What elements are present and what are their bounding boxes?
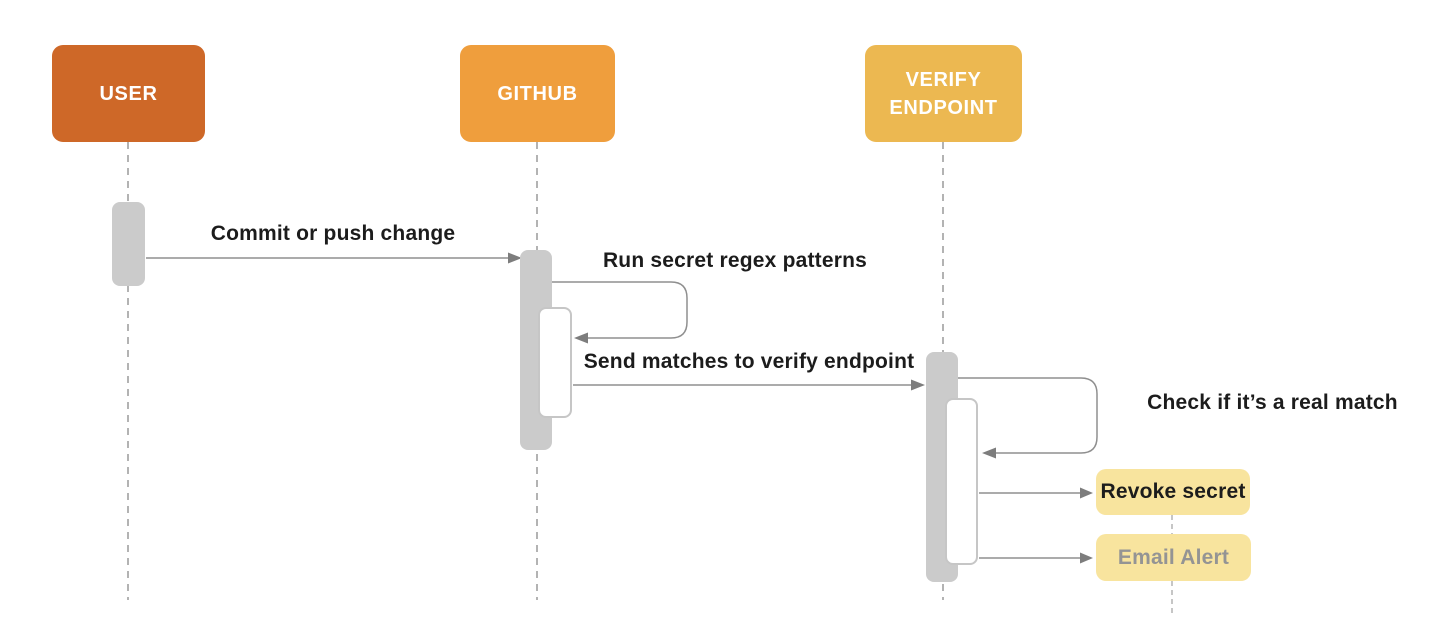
note-revoke-secret: Revoke secret <box>1096 469 1250 515</box>
message-label-check-if-real-match: Check if it’s a real match <box>1147 391 1398 414</box>
actor-github: GITHUB <box>460 45 615 142</box>
self-loop-check <box>958 377 1098 454</box>
self-loop-regex <box>552 281 688 339</box>
actor-verify-endpoint-label: VERIFY ENDPOINT <box>889 68 998 119</box>
actor-user: USER <box>52 45 205 142</box>
actor-user-label: USER <box>99 82 158 105</box>
activation-bar-user <box>112 202 145 286</box>
note-email-alert-label: Email Alert <box>1117 545 1230 569</box>
message-label-commit-or-push-change: Commit or push change <box>210 222 456 245</box>
activation-bar-verify-endpoint-nested <box>945 398 978 565</box>
self-loop-regex-head <box>574 332 588 344</box>
activation-bar-github-nested <box>538 307 572 418</box>
note-revoke-secret-label: Revoke secret <box>1100 480 1246 503</box>
arrow-send-head <box>911 379 925 391</box>
arrow-email-head <box>1080 552 1093 564</box>
message-label-send-matches-to-verify-endpoint: Send matches to verify endpoint <box>583 350 915 373</box>
message-label-run-secret-regex-patterns: Run secret regex patterns <box>602 249 868 272</box>
self-loop-check-head <box>982 447 996 459</box>
actor-verify-endpoint: VERIFY ENDPOINT <box>865 45 1022 142</box>
actor-github-label: GITHUB <box>497 82 578 105</box>
note-email-alert: Email Alert <box>1096 534 1251 581</box>
arrow-revoke-head <box>1080 487 1093 499</box>
arrow-commit-head <box>508 252 522 264</box>
